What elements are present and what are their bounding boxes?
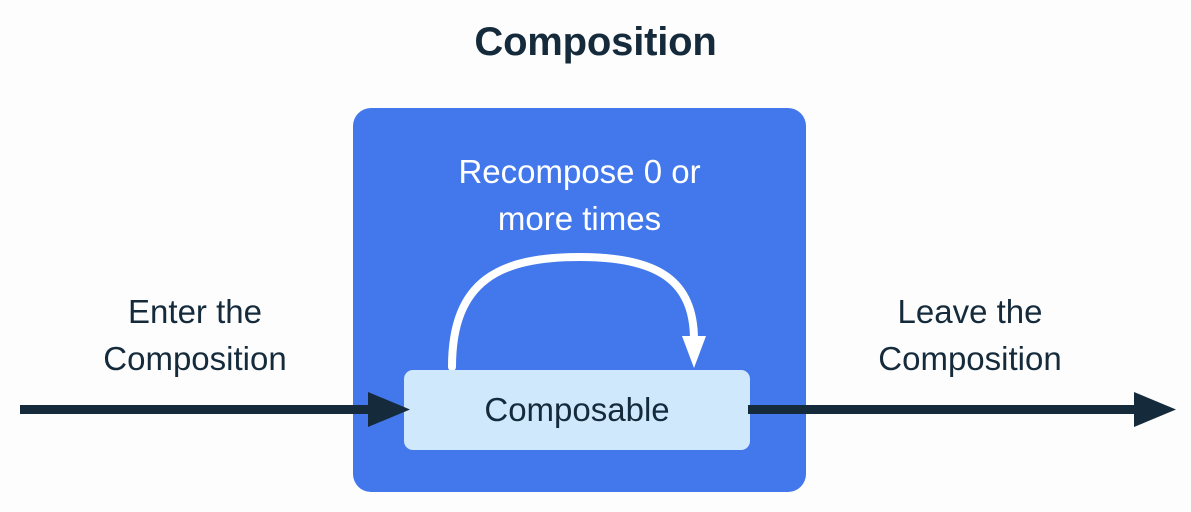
enter-composition-arrow-icon (20, 392, 410, 427)
curved-loop-arrow-icon (448, 252, 706, 371)
composable-label: Composable (484, 391, 670, 428)
enter-caption-line-2: Composition (103, 340, 287, 377)
leave-composition-caption: Leave the Composition (815, 288, 1125, 382)
recompose-caption-line-1: Recompose 0 or (458, 153, 701, 190)
leave-caption-line-2: Composition (878, 340, 1062, 377)
leave-composition-arrow-icon (748, 392, 1176, 427)
enter-caption-line-1: Enter the (128, 293, 262, 330)
leave-caption-line-1: Leave the (897, 293, 1043, 330)
recompose-caption-line-2: more times (497, 200, 662, 237)
page-title: Composition (474, 20, 717, 64)
recompose-caption: Recompose 0 or more times (373, 148, 786, 242)
enter-composition-caption: Enter the Composition (40, 288, 350, 382)
composable-box: Composable (404, 370, 750, 450)
